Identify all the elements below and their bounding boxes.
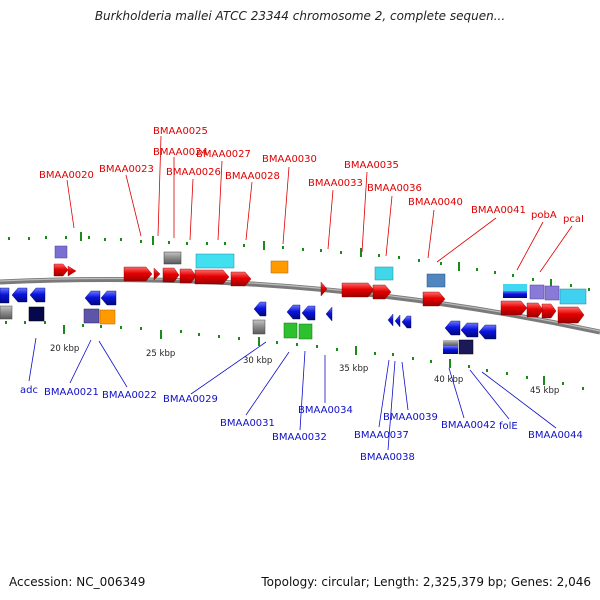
gene-label-bmaa0026[interactable]: BMAA0026 bbox=[166, 167, 221, 178]
gene-label-adc[interactable]: adc bbox=[20, 385, 38, 396]
gene-label-bmaa0036[interactable]: BMAA0036 bbox=[367, 183, 422, 194]
gene-label-bmaa0044[interactable]: BMAA0044 bbox=[528, 430, 583, 441]
gene-label-bmaa0024[interactable]: BMAA0024 bbox=[153, 147, 208, 158]
gene-label-bmaa0022[interactable]: BMAA0022 bbox=[102, 390, 157, 401]
gene-label-bmaa0023[interactable]: BMAA0023 bbox=[99, 164, 154, 175]
gene-label-bmaa0028[interactable]: BMAA0028 bbox=[225, 171, 280, 182]
gene-label-bmaa0033[interactable]: BMAA0033 bbox=[308, 178, 363, 189]
forward-genes bbox=[53, 263, 585, 324]
gene-label-bmaa0035[interactable]: BMAA0035 bbox=[344, 160, 399, 171]
gene-label-bmaa0032[interactable]: BMAA0032 bbox=[272, 432, 327, 443]
gene-label-bmaa0042[interactable]: BMAA0042 bbox=[441, 420, 496, 431]
gene-label-bmaa0021[interactable]: BMAA0021 bbox=[44, 387, 99, 398]
gene-label-bmaa0037[interactable]: BMAA0037 bbox=[354, 430, 409, 441]
gene-label-bmaa0034[interactable]: BMAA0034 bbox=[298, 405, 353, 416]
gene-label-bmaa0041[interactable]: BMAA0041 bbox=[471, 205, 526, 216]
top-connectors bbox=[66, 135, 573, 273]
gene-label-bmaa0030[interactable]: BMAA0030 bbox=[262, 154, 317, 165]
gene-label-pcai[interactable]: pcaI bbox=[563, 214, 584, 225]
lower-scale-ticks bbox=[5, 321, 584, 390]
map-title: Burkholderia mallei ATCC 23344 chromosom… bbox=[94, 9, 506, 23]
gene-label-poba[interactable]: pobA bbox=[531, 210, 557, 221]
scale-label-45kbp: 45 kbp bbox=[530, 386, 559, 396]
accession-text: Accession: NC_006349 bbox=[9, 575, 146, 589]
gene-label-bmaa0027[interactable]: BMAA0027 bbox=[196, 149, 251, 160]
genome-backbone bbox=[0, 277, 600, 335]
scale-label-20kbp: 20 kbp bbox=[50, 344, 79, 354]
gene-label-bmaa0020[interactable]: BMAA0020 bbox=[39, 170, 94, 181]
scale-label-35kbp: 35 kbp bbox=[339, 364, 368, 374]
lower-feature-boxes bbox=[0, 305, 474, 355]
reverse-genes bbox=[0, 287, 497, 340]
gene-label-bmaa0039[interactable]: BMAA0039 bbox=[383, 412, 438, 423]
gene-label-bmaa0029[interactable]: BMAA0029 bbox=[163, 394, 218, 405]
gene-label-fole[interactable]: folE bbox=[499, 421, 518, 432]
scale-label-30kbp: 30 kbp bbox=[243, 356, 272, 366]
scale-label-25kbp: 25 kbp bbox=[146, 349, 175, 359]
gene-label-bmaa0031[interactable]: BMAA0031 bbox=[220, 418, 275, 429]
gene-label-bmaa0040[interactable]: BMAA0040 bbox=[408, 197, 463, 208]
scale-label-40kbp: 40 kbp bbox=[434, 375, 463, 385]
gene-label-bmaa0025[interactable]: BMAA0025 bbox=[153, 126, 208, 137]
upper-scale-ticks bbox=[8, 232, 590, 291]
gene-label-bmaa0038[interactable]: BMAA0038 bbox=[360, 452, 415, 463]
genome-summary-text: Topology: circular; Length: 2,325,379 bp… bbox=[261, 575, 591, 589]
upper-feature-boxes bbox=[54, 245, 587, 305]
bottom-connectors bbox=[28, 337, 557, 451]
